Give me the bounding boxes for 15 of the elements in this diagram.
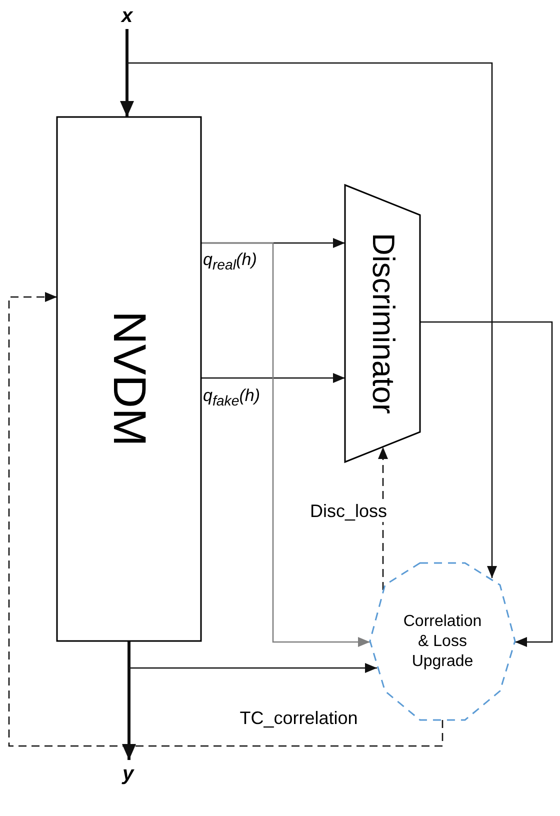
arrow: [201, 373, 345, 383]
arrow: [8, 292, 444, 747]
block-label: NVDM: [102, 311, 157, 447]
block-label: Correlation & Loss Upgrade: [402, 612, 483, 672]
arrow: [378, 447, 388, 590]
arrow: [122, 641, 136, 760]
output-label: y: [122, 762, 134, 786]
arrow: [420, 321, 553, 647]
arrow: [201, 242, 370, 647]
arrow: [126, 29, 497, 578]
block-label: Discriminator: [364, 233, 402, 414]
edge-label: Disc_loss: [310, 502, 388, 522]
arrow: [120, 29, 134, 117]
input-label: x: [121, 4, 133, 28]
edge-label: TC_correlation: [240, 709, 358, 729]
